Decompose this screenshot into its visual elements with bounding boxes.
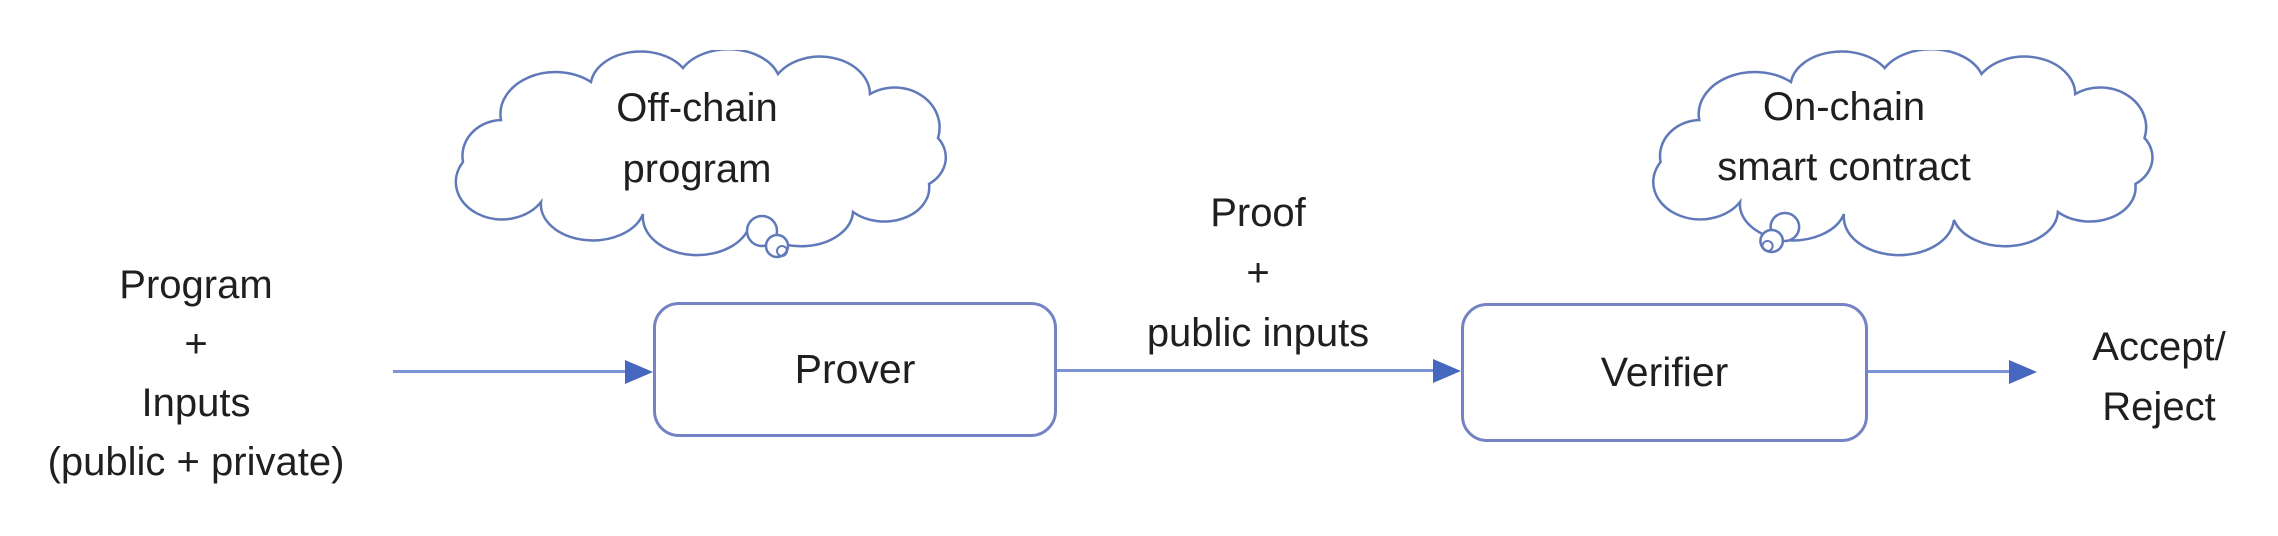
cloud-outline <box>1652 50 2154 257</box>
output-arrow-line <box>1868 370 2009 373</box>
output-label-line: Accept/ <box>2092 325 2226 369</box>
thought-cloud-offchain-icon <box>454 50 948 259</box>
cloud-outline <box>454 50 948 257</box>
input-arrow-line <box>393 370 625 373</box>
prover-node: Prover <box>653 302 1057 437</box>
onchain-cloud-label-line: smart contract <box>1717 145 1971 189</box>
proof-arrow-line <box>1057 369 1433 372</box>
onchain-cloud-label: On-chain smart contract <box>1634 77 2054 197</box>
offchain-cloud-label: Off-chain program <box>537 78 857 200</box>
proof-label-line: public inputs <box>1146 311 1370 355</box>
thought-bubble-small <box>1759 228 1785 254</box>
output-label-line: Reject <box>2102 385 2216 429</box>
verifier-node: Verifier <box>1461 303 1868 442</box>
input-label-line: Program <box>119 263 273 307</box>
thought-bubble-tiny <box>1761 240 1774 252</box>
proof-arrow-head <box>1433 359 1461 383</box>
input-arrow-head <box>625 360 653 384</box>
input-label-line: + <box>184 322 208 366</box>
thought-bubble-small <box>764 233 790 259</box>
onchain-cloud-label-line: On-chain <box>1762 85 1926 129</box>
output-arrow-head <box>2009 360 2037 384</box>
verifier-label: Verifier <box>1600 349 1729 395</box>
prover-label: Prover <box>794 346 916 392</box>
thought-bubble-tiny <box>776 245 788 257</box>
input-label: Program + Inputs (public + private) <box>16 256 376 492</box>
proof-label: Proof + public inputs <box>1078 183 1438 363</box>
offchain-cloud-label-line: Off-chain <box>616 86 778 130</box>
input-label-line: (public + private) <box>47 440 345 484</box>
offchain-cloud-label-line: program <box>622 147 772 191</box>
thought-cloud-onchain-icon <box>1652 50 2154 257</box>
proof-label-line: Proof <box>1210 191 1306 235</box>
input-label-line: Inputs <box>141 381 251 425</box>
proof-label-line: + <box>1246 251 1270 295</box>
output-label: Accept/ Reject <box>2029 317 2278 437</box>
